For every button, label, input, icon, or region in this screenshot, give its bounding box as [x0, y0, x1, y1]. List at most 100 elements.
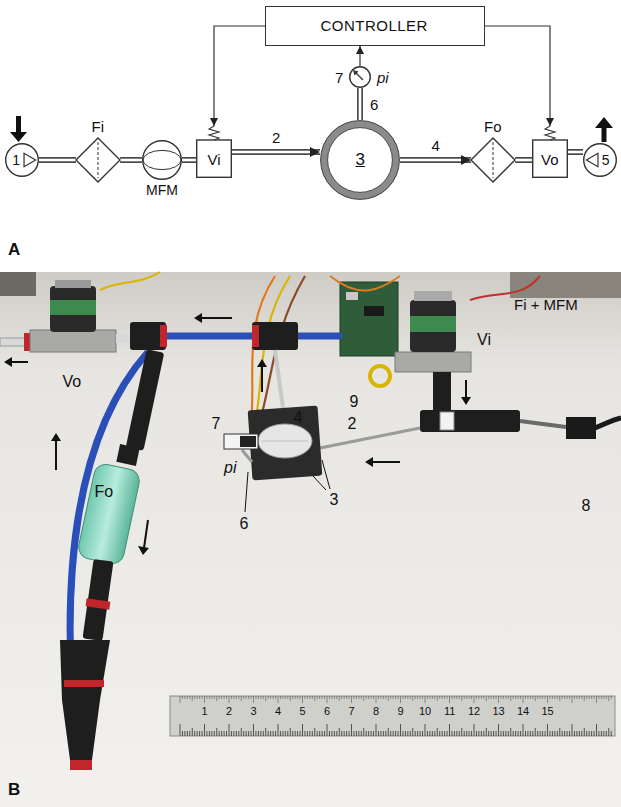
ruler-tick — [322, 696, 323, 699]
tube-connector — [515, 160, 532, 161]
wire — [100, 272, 160, 290]
signal-name: pi — [224, 459, 236, 477]
ruler-tick — [221, 731, 222, 736]
chamber-outer — [321, 121, 400, 200]
ruler-tick — [481, 696, 482, 699]
tube-connector — [39, 160, 76, 161]
chamber-inner — [328, 128, 393, 193]
ruler-tick — [574, 731, 575, 736]
ruler-tick — [287, 731, 288, 736]
ruler-tick — [451, 696, 452, 699]
ruler-tick — [402, 696, 403, 699]
shape-outline — [76, 138, 120, 182]
ruler-tick — [508, 696, 509, 699]
leader-line — [313, 476, 326, 490]
ruler-tick — [292, 696, 293, 699]
ruler-tick — [312, 731, 313, 736]
ruler-tick — [402, 731, 403, 736]
filter-element — [493, 142, 494, 178]
ruler-tick — [353, 731, 354, 736]
ruler-tick — [197, 696, 198, 699]
ruler-tick — [410, 696, 411, 699]
ruler-tick — [596, 724, 597, 736]
ruler-tick — [258, 731, 259, 736]
ruler-tick — [253, 696, 254, 703]
ruler-tick — [562, 731, 563, 736]
ruler-tick — [537, 731, 538, 736]
meter-ellipse — [143, 150, 181, 169]
ruler-number: 4 — [275, 705, 281, 718]
tube-wall — [568, 149, 583, 155]
ruler-tick — [515, 696, 516, 699]
valve-spring — [209, 126, 219, 140]
arrow-head — [461, 155, 471, 165]
ruler-tick — [586, 731, 587, 736]
ruler-tick — [214, 731, 215, 736]
ruler-tick — [184, 731, 185, 736]
ruler-tick — [231, 696, 232, 699]
arrow-head — [10, 132, 27, 142]
fitting — [83, 559, 114, 641]
ruler-tick — [461, 728, 462, 736]
ruler-tick — [395, 696, 396, 699]
ruler-tick — [476, 731, 477, 736]
ruler-tick — [527, 696, 528, 699]
ruler-tick — [202, 696, 203, 699]
ruler-tick — [429, 696, 430, 699]
ruler-tick — [385, 696, 386, 699]
ruler-tick — [206, 731, 207, 736]
node-label: Vo — [541, 151, 559, 168]
inlet-pump: 1 — [5, 143, 39, 177]
ruler-tick — [449, 724, 450, 736]
tube-wall — [515, 157, 532, 163]
ruler-tick — [434, 731, 435, 736]
ruler-tick — [226, 731, 227, 736]
ruler-tick — [420, 696, 421, 699]
ruler-tick — [260, 696, 261, 699]
flow-arrow-head — [194, 313, 202, 323]
ruler-tick — [569, 731, 570, 736]
microfluidic-chip — [248, 406, 323, 481]
pressure-sensor — [224, 434, 258, 449]
ruler-tick — [483, 731, 484, 736]
ruler-tick — [385, 731, 386, 736]
chamber-circle: 3 — [320, 120, 400, 200]
ruler-tick — [309, 731, 310, 736]
ruler-tick — [376, 724, 377, 736]
ruler-tick — [444, 731, 445, 736]
ruler-tick — [226, 696, 227, 699]
callout-number: 9 — [350, 393, 359, 411]
ruler-tick — [498, 724, 499, 736]
ruler-tick — [182, 731, 183, 736]
blue-tube — [167, 333, 252, 340]
ruler-tick — [562, 696, 563, 699]
ruler-tick — [552, 696, 553, 699]
signal-wire — [485, 26, 550, 126]
chip-holder — [248, 406, 323, 481]
ruler-tick — [576, 696, 577, 699]
tube-wall — [357, 88, 363, 120]
panel-letter: B — [8, 780, 20, 800]
tube-wall — [400, 157, 471, 163]
ruler-tick — [513, 731, 514, 736]
ruler-tick — [417, 731, 418, 736]
photo-background — [0, 272, 621, 807]
ruler-tick — [300, 731, 301, 736]
ruler-tick — [515, 731, 516, 736]
ruler-tick — [456, 696, 457, 699]
ruler-tick — [444, 696, 445, 699]
ruler-tick — [361, 696, 362, 699]
ruler-tick — [425, 724, 426, 736]
valve-outline — [533, 140, 568, 177]
ruler-tick — [295, 696, 296, 699]
ruler-tick — [530, 731, 531, 736]
ruler-tick — [525, 731, 526, 736]
ruler-tick — [356, 696, 357, 699]
leader-line — [322, 460, 330, 489]
signal-line — [210, 26, 265, 126]
inlet-valve — [395, 291, 596, 439]
ruler-tick — [584, 728, 585, 736]
ruler-tick — [393, 731, 394, 736]
ruler-tick — [530, 696, 531, 699]
